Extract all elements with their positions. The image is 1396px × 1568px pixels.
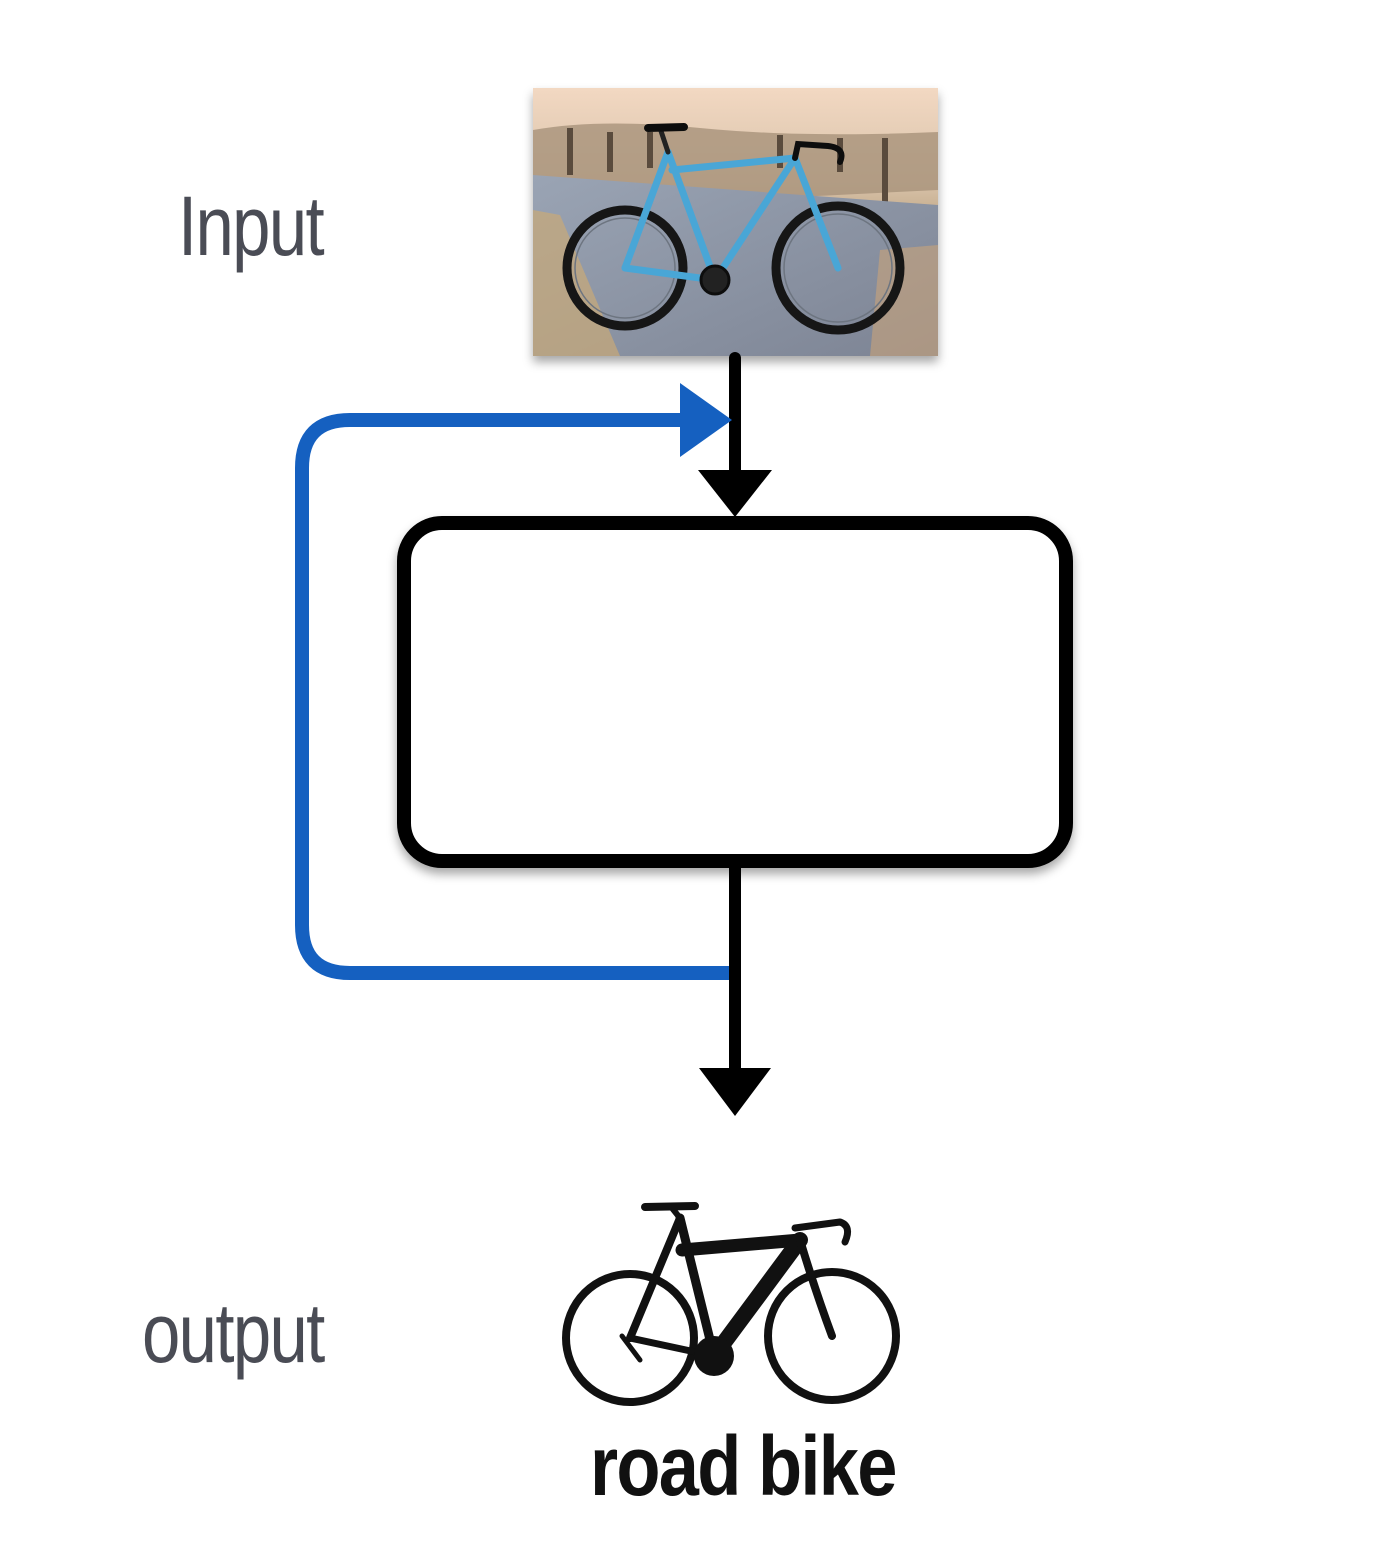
feedback-loop-arrow — [295, 383, 739, 980]
processing-box — [397, 516, 1073, 868]
photo-bicycle — [562, 123, 905, 335]
input-image — [533, 88, 938, 356]
input-arrow — [698, 352, 772, 517]
prediction-caption: road bike — [590, 1419, 897, 1513]
input-label: Input — [178, 179, 325, 273]
output-label: output — [142, 1286, 325, 1380]
bicycle-icon — [562, 1202, 900, 1406]
output-arrow — [699, 860, 771, 1116]
